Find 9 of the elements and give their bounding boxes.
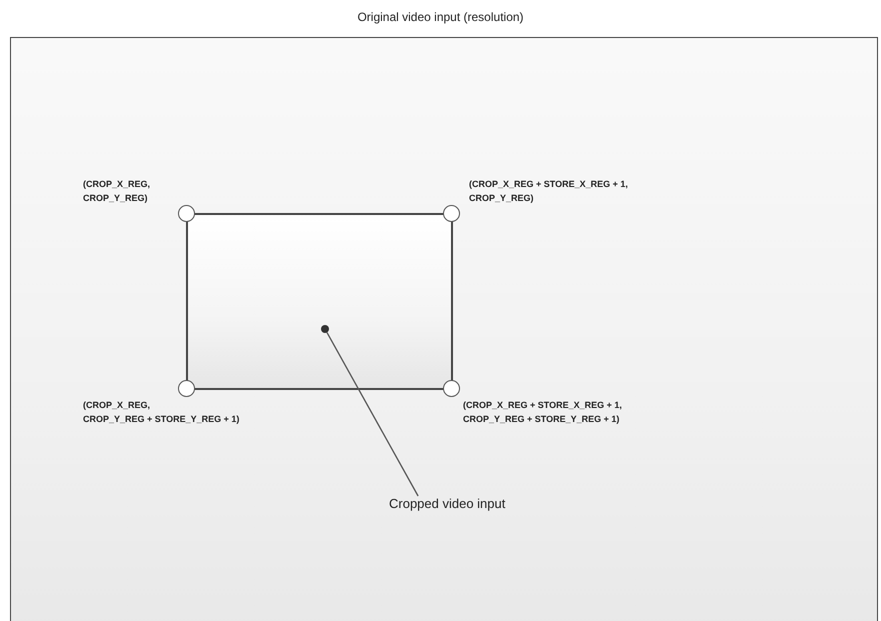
coordinate-label: (CROP_X_REG, CROP_Y_REG + STORE_Y_REG + 1) <box>83 399 240 426</box>
coordinate-label: (CROP_X_REG + STORE_X_REG + 1, CROP_Y_REG) <box>469 178 628 205</box>
coordinate-label: (CROP_X_REG, CROP_Y_REG) <box>83 178 150 205</box>
leader-line <box>326 332 419 496</box>
crop-rectangle <box>186 213 453 390</box>
frame-title: Original video input (resolution) <box>356 10 525 24</box>
coordinate-label: (CROP_X_REG + STORE_X_REG + 1, CROP_Y_REG + STORE_Y_REG + 1) <box>463 399 622 426</box>
center-dot <box>321 325 329 333</box>
region-label: Cropped video input <box>389 496 506 511</box>
